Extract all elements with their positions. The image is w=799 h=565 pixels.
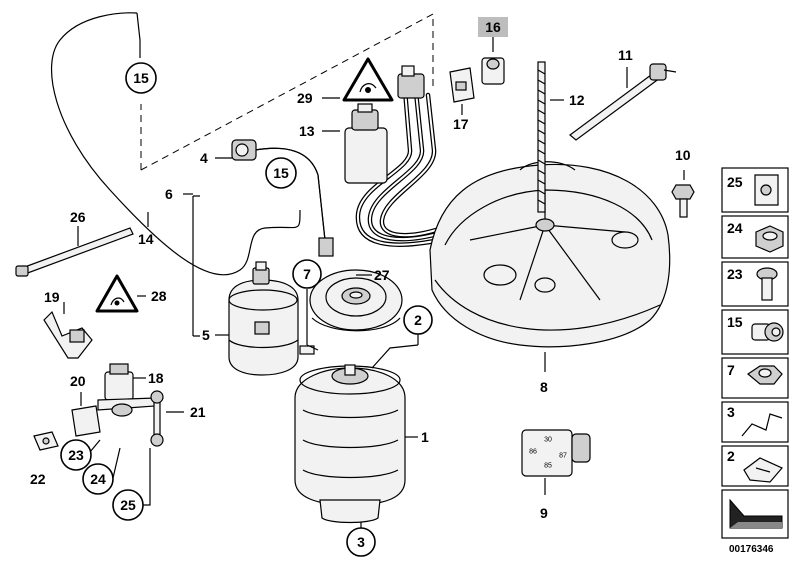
diagram-reference-number: 00176346	[729, 544, 774, 555]
fastener-legend: 25 24 23 15	[721, 167, 789, 539]
label-4: 4	[200, 150, 208, 166]
label-19: 19	[44, 289, 60, 305]
label-21: 21	[190, 404, 206, 420]
legend-row-24: 24	[721, 215, 789, 259]
air-line-connector	[254, 147, 334, 257]
label-12: 12	[569, 92, 585, 108]
flange-nut-icon	[746, 365, 783, 385]
wiring-harness	[355, 65, 451, 247]
legend-id-7: 7	[727, 362, 735, 378]
label-20: 20	[70, 373, 86, 389]
label-14: 14	[138, 231, 154, 247]
label-10: 10	[675, 147, 691, 163]
legend-row-3: 3	[721, 401, 789, 443]
link-rod-21	[150, 390, 164, 447]
clip-nut-16	[481, 57, 505, 85]
svg-text:25: 25	[120, 497, 136, 513]
svg-text:3: 3	[357, 534, 365, 550]
relay-9: 30 86 87 85	[521, 429, 591, 477]
circled-label-25: 25	[112, 489, 144, 521]
air-connector-4	[231, 139, 257, 161]
label-16-highlight	[478, 17, 508, 37]
wedge-arrow-icon	[729, 498, 783, 529]
warning-label-29	[342, 57, 394, 102]
svg-text:15: 15	[273, 165, 289, 181]
threaded-rod	[537, 61, 546, 213]
bracket-17	[449, 67, 475, 103]
clip-nut-icon	[754, 174, 779, 206]
label-29: 29	[297, 90, 313, 106]
legend-row-15: 15	[721, 309, 789, 355]
push-fitting-icon	[751, 322, 784, 342]
circled-label-7: 7	[292, 259, 322, 289]
plate-22	[33, 431, 59, 451]
svg-text:7: 7	[303, 266, 311, 282]
label-9: 9	[540, 505, 548, 521]
legend-id-24: 24	[727, 220, 743, 236]
label-11: 11	[618, 47, 633, 63]
label-27: 27	[374, 267, 390, 283]
pressure-reservoir-5	[228, 261, 315, 376]
harness-connector-tab	[401, 65, 415, 77]
bracket-20	[71, 405, 101, 437]
label-1: 1	[421, 429, 429, 445]
relay-pin-87: 87	[559, 453, 567, 460]
cable-tie-26	[15, 227, 134, 277]
legend-row-25: 25	[721, 167, 789, 213]
bracket-19	[43, 310, 93, 359]
air-line-long	[50, 12, 301, 276]
label-28: 28	[151, 288, 167, 304]
circled-label-24: 24	[82, 463, 114, 495]
relay-pin-85: 85	[544, 463, 552, 470]
hex-collar-nut-icon	[755, 225, 784, 253]
assembly-frame	[140, 13, 434, 171]
svg-text:23: 23	[68, 447, 84, 463]
svg-text:15: 15	[133, 70, 149, 86]
label-16: 16	[485, 19, 501, 35]
svg-text:2: 2	[414, 312, 422, 328]
harness-connector	[397, 73, 425, 99]
legend-row-2: 2	[721, 445, 789, 487]
bolt-10	[671, 184, 695, 218]
svg-text:24: 24	[90, 471, 106, 487]
relay-13	[344, 103, 388, 184]
relay-pin-30: 30	[544, 437, 552, 444]
air-spring-1	[294, 364, 406, 524]
cable-tie-11	[569, 63, 677, 141]
legend-id-23: 23	[727, 266, 743, 282]
circled-label-15a: 15	[125, 62, 157, 94]
spring-clip-icon	[743, 457, 783, 483]
label-26: 26	[70, 209, 86, 225]
label-5: 5	[202, 327, 210, 343]
label-8: 8	[540, 379, 548, 395]
relay-pin-86: 86	[529, 449, 537, 456]
legend-row-wedge	[721, 489, 789, 539]
legend-row-23: 23	[721, 261, 789, 307]
legend-id-15: 15	[727, 314, 743, 330]
label-18: 18	[148, 370, 164, 386]
rubber-mount-27	[309, 269, 403, 332]
hose-end-fitting	[318, 237, 334, 257]
label-22: 22	[30, 471, 46, 487]
legend-id-2: 2	[727, 448, 735, 464]
wire-clip-icon	[741, 413, 783, 437]
label-13: 13	[299, 123, 315, 139]
hex-bolt-icon	[756, 267, 778, 301]
circled-label-2: 2	[403, 305, 433, 335]
label-6: 6	[165, 186, 173, 202]
warning-label-28	[95, 274, 139, 313]
label-17: 17	[453, 116, 469, 132]
legend-id-3: 3	[727, 404, 735, 420]
height-sensor-18	[97, 363, 156, 417]
legend-id-25: 25	[727, 174, 743, 190]
circled-label-3: 3	[346, 527, 376, 557]
legend-row-7: 7	[721, 357, 789, 399]
circled-label-23: 23	[60, 439, 92, 471]
circled-label-15b: 15	[265, 157, 297, 189]
compressor-cover	[429, 161, 671, 348]
